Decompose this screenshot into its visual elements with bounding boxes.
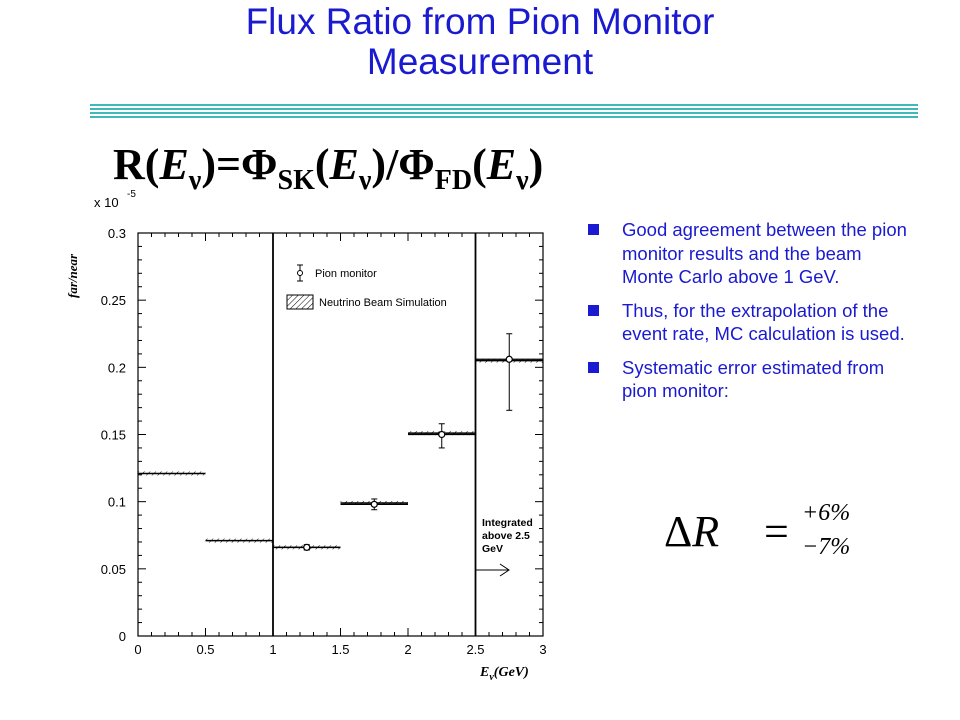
formula-open: ( — [314, 140, 330, 189]
delta-r-lhs: ΔR — [664, 506, 719, 557]
y-tick-label: 0.3 — [108, 226, 126, 241]
annotation-arrowhead — [499, 563, 510, 577]
formula-nu: ν — [516, 165, 529, 196]
formula-e: E — [486, 140, 517, 189]
formula-close: ) — [528, 140, 544, 189]
y-tick-label: 0 — [119, 629, 126, 644]
scale-label: x 10 — [94, 195, 119, 210]
pion-monitor-point — [303, 543, 311, 551]
x-tick-label: 0 — [134, 642, 141, 657]
pion-monitor-point — [438, 430, 446, 439]
rule-line — [90, 108, 918, 110]
rule-line — [90, 116, 918, 118]
y-axis-label: far/near — [65, 253, 80, 298]
rule-line — [90, 112, 918, 114]
title-line-2: Measurement — [366, 41, 594, 82]
y-tick-label: 0.15 — [101, 428, 126, 443]
formula-r: R( — [113, 140, 160, 189]
bullet-list: Good agreement between the pion monitor … — [588, 218, 918, 413]
annotation-line: GeV — [482, 543, 503, 555]
scale-exponent: -5 — [127, 189, 136, 200]
x-tick-label: 0.5 — [196, 642, 214, 657]
bullet-square-icon — [588, 304, 599, 316]
legend-sim-swatch — [286, 294, 314, 310]
slide-title: Flux Ratio from Pion Monitor Measurement — [0, 2, 960, 82]
rule-line — [90, 104, 918, 106]
x-tick-label: 3 — [539, 642, 546, 657]
bullet-text: Good agreement between the pion monitor … — [622, 219, 907, 287]
legend-pion-marker — [297, 270, 303, 276]
legend-pion-label: Pion monitor — [315, 268, 377, 280]
x-axis-label: Eν(GeV) — [479, 665, 529, 683]
formula-e: E — [159, 140, 189, 189]
chart-svg: 0 0.05 0.1 0.15 0.2 0.25 0.3 0 0.5 1 1.5 2 2.5 3 x 10-… — [65, 189, 547, 683]
bullet-text: Systematic error estimated from pion mon… — [622, 356, 885, 402]
y-tick-label: 0.1 — [108, 495, 126, 510]
r-symbol: R — [692, 507, 720, 556]
title-line-1: Flux Ratio from Pion Monitor — [245, 1, 715, 42]
bullet-square-icon — [588, 224, 599, 235]
x-tick-label: 1.5 — [331, 642, 349, 657]
bullet-item: Thus, for the extrapolation of the event… — [588, 299, 918, 346]
equals-sign: = — [764, 507, 789, 556]
y-tick-label: 0.25 — [101, 293, 126, 308]
bullet-square-icon — [588, 361, 599, 373]
annotation-line: Integrated — [482, 517, 533, 529]
pion-monitor-point — [370, 500, 378, 508]
formula-open: ( — [472, 140, 487, 189]
ratio-formula: R(Eν)=ΦSK(Eν)/ΦFD(Eν) — [113, 140, 543, 206]
legend-sim-label: Neutrino Beam Simulation — [319, 297, 447, 309]
bullet-item: Good agreement between the pion monitor … — [588, 218, 918, 289]
flux-ratio-chart: 0 0.05 0.1 0.15 0.2 0.25 0.3 0 0.5 1 1.5 2 2.5 3 x 10-… — [60, 188, 560, 688]
x-tick-label: 2.5 — [466, 642, 484, 657]
annotation-line: above 2.5 — [482, 530, 530, 542]
formula-nu: ν — [188, 165, 202, 196]
lower-error: −7% — [802, 534, 851, 560]
bullet-text: Thus, for the extrapolation of the event… — [622, 299, 905, 345]
formula-eq-phi: )=Φ — [201, 140, 278, 189]
delta-symbol: Δ — [664, 507, 693, 556]
x-tick-label: 1 — [269, 642, 276, 657]
formula-div-phi: )/Φ — [371, 140, 435, 189]
formula-nu: ν — [358, 165, 372, 196]
upper-error: +6% — [802, 500, 851, 526]
pion-monitor-point — [505, 355, 513, 363]
y-tick-label: 0.05 — [101, 562, 126, 577]
y-tick-label: 0.2 — [108, 360, 126, 375]
formula-sub-sk: SK — [277, 165, 315, 196]
plot-frame — [137, 232, 544, 637]
formula-sub-fd: FD — [434, 165, 473, 196]
title-rule — [90, 104, 918, 118]
bullet-item: Systematic error estimated from pion mon… — [588, 356, 918, 403]
formula-e: E — [329, 140, 359, 189]
x-tick-label: 2 — [404, 642, 411, 657]
